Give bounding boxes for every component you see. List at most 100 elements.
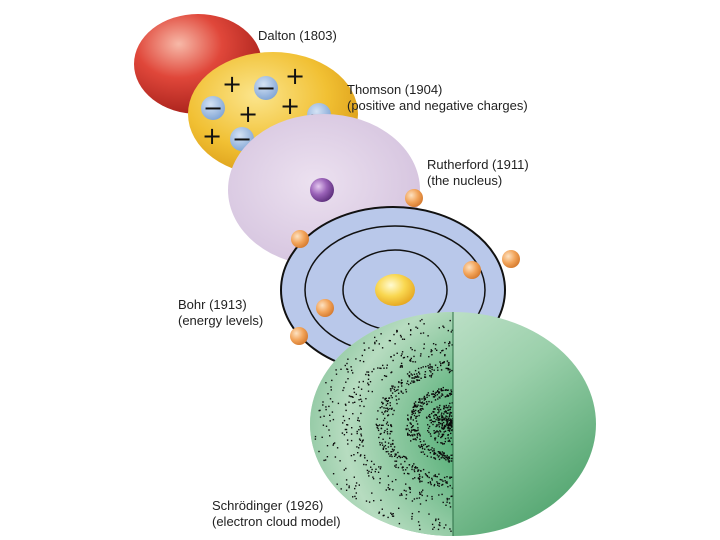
cloud-dot <box>368 470 370 473</box>
cloud-dot <box>379 468 382 470</box>
cloud-dot <box>431 366 433 369</box>
cloud-dot <box>423 399 426 401</box>
cloud-dot <box>385 400 388 402</box>
cloud-dot <box>440 369 443 371</box>
cloud-dot <box>368 347 370 349</box>
cloud-dot <box>345 381 347 383</box>
cloud-dot <box>386 433 389 435</box>
cloud-dot <box>329 435 331 437</box>
cloud-dot <box>377 427 379 430</box>
cloud-dot <box>436 366 439 369</box>
cloud-dot <box>422 408 424 410</box>
cloud-dot <box>347 358 349 360</box>
cloud-dot <box>391 387 394 389</box>
cloud-dot <box>427 424 429 426</box>
cloud-dot <box>380 367 382 370</box>
cloud-dot <box>444 480 446 482</box>
cloud-dot <box>420 451 422 453</box>
cloud-dot <box>431 354 433 356</box>
cloud-dot <box>361 440 364 442</box>
cloud-dot <box>375 340 378 342</box>
cloud-dot <box>430 374 433 377</box>
cloud-dot <box>425 446 428 448</box>
cloud-dot <box>437 435 440 437</box>
cloud-dot <box>437 451 439 453</box>
cloud-dot <box>358 381 360 383</box>
cloud-dot <box>440 457 442 459</box>
cloud-dot <box>388 488 390 491</box>
cloud-dot <box>361 354 363 357</box>
cloud-dot <box>376 418 378 420</box>
cloud-dot <box>423 440 425 442</box>
cloud-dot <box>387 446 390 448</box>
cloud-dot <box>419 355 422 357</box>
cloud-dot <box>419 405 421 407</box>
cloud-dot <box>437 419 439 422</box>
cloud-dot <box>400 381 402 384</box>
cloud-dot <box>412 361 414 363</box>
cloud-dot <box>435 343 437 346</box>
cloud-dot <box>411 466 413 468</box>
cloud-dot <box>410 431 412 433</box>
cloud-dot <box>443 411 446 413</box>
cloud-dot <box>451 422 453 424</box>
cloud-dot <box>446 418 448 421</box>
cloud-dot <box>431 368 433 371</box>
cloud-dot <box>413 414 416 417</box>
cloud-dot <box>420 493 422 495</box>
cloud-dot <box>419 399 421 401</box>
cloud-dot <box>400 362 403 365</box>
cloud-dot <box>415 439 417 441</box>
cloud-dot <box>382 413 385 415</box>
cloud-dot <box>318 409 320 412</box>
cloud-dot <box>408 376 411 378</box>
cloud-dot <box>370 466 372 468</box>
cloud-dot <box>449 424 451 427</box>
cloud-dot <box>359 444 361 446</box>
cloud-dot <box>343 387 345 389</box>
cloud-dot <box>428 449 430 451</box>
electron <box>316 299 334 317</box>
cloud-dot <box>394 465 396 467</box>
cloud-dot <box>352 372 354 374</box>
cloud-dot <box>434 457 436 459</box>
cloud-dot <box>439 352 442 354</box>
cloud-dot <box>401 456 403 458</box>
cloud-dot <box>450 437 452 439</box>
cloud-dot <box>433 526 435 529</box>
cloud-dot <box>389 455 391 457</box>
cloud-dot <box>360 427 362 430</box>
cloud-dot <box>408 383 410 386</box>
cloud-dot <box>430 456 432 458</box>
cloud-dot <box>418 401 420 403</box>
cloud-dot <box>420 408 422 410</box>
cloud-dot <box>424 473 427 475</box>
cloud-dot <box>372 349 374 351</box>
cloud-dot <box>442 501 444 504</box>
cloud-dot <box>448 423 450 425</box>
cloud-dot <box>363 405 365 408</box>
cloud-dot <box>438 473 440 475</box>
cloud-dot <box>355 485 357 487</box>
cloud-dot <box>342 389 344 392</box>
cloud-dot <box>402 455 405 458</box>
cloud-dot <box>418 371 420 373</box>
cloud-dot <box>384 410 387 412</box>
cloud-dot <box>382 447 385 449</box>
cloud-dot <box>359 360 361 362</box>
cloud-dot <box>325 425 328 427</box>
cloud-dot <box>449 476 451 478</box>
cloud-dot <box>401 353 403 355</box>
cloud-dot <box>451 454 453 456</box>
cloud-dot <box>442 325 444 327</box>
cloud-dot <box>424 373 426 376</box>
cloud-dot <box>449 484 451 487</box>
cloud-dot <box>449 368 451 371</box>
cloud-dot <box>449 370 451 372</box>
cloud-dot <box>441 419 443 422</box>
cloud-dot <box>359 425 361 428</box>
cloud-dot <box>431 523 434 526</box>
cloud-dot <box>391 455 393 458</box>
cloud-dot <box>443 425 446 428</box>
cloud-dot <box>411 518 413 520</box>
